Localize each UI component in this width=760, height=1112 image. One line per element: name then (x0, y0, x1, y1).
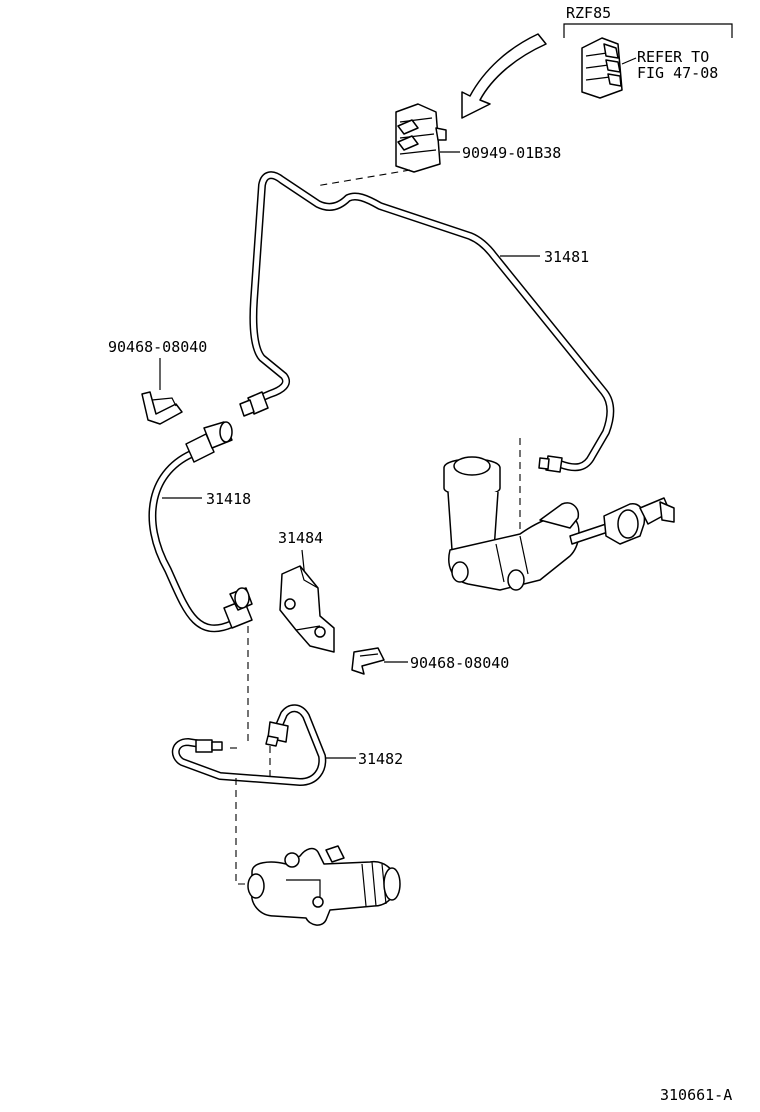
label-31481: 31481 (544, 248, 589, 266)
refer-label-line1: REFER TO (637, 48, 709, 66)
pipe-31482 (171, 704, 327, 786)
hose-31418 (148, 421, 253, 633)
reference-clamp-icon (581, 37, 623, 99)
label-90468-lower: 90468-08040 (410, 654, 509, 672)
clip-90468-upper-icon (141, 391, 183, 425)
clutch-release-cylinder (247, 845, 401, 926)
label-31482: 31482 (358, 750, 403, 768)
direction-arrow-icon (461, 33, 547, 119)
pipe-31481 (239, 171, 615, 473)
rzf85-reference-group: RZF85 REFER TO FIG 47-08 (563, 4, 733, 99)
clutch-master-cylinder (443, 438, 675, 591)
label-90468-upper: 90468-08040 (108, 338, 207, 356)
label-31484: 31484 (278, 529, 323, 547)
rzf85-bracket (563, 23, 733, 38)
refer-label-line2: FIG 47-08 (637, 64, 718, 82)
refer-leader-line (621, 57, 637, 65)
figure-code: 310661-A (660, 1086, 732, 1104)
label-90949-01b38: 90949-01B38 (462, 144, 561, 162)
clamp-90949-icon (395, 103, 447, 173)
bracket-31484-icon (279, 565, 335, 653)
rzf85-label: RZF85 (566, 4, 611, 22)
dash-to-release-cylinder (235, 778, 250, 885)
label-31418: 31418 (206, 490, 251, 508)
dash-clamp-to-pipe (315, 169, 411, 187)
clip-90468-lower-icon (351, 647, 385, 675)
